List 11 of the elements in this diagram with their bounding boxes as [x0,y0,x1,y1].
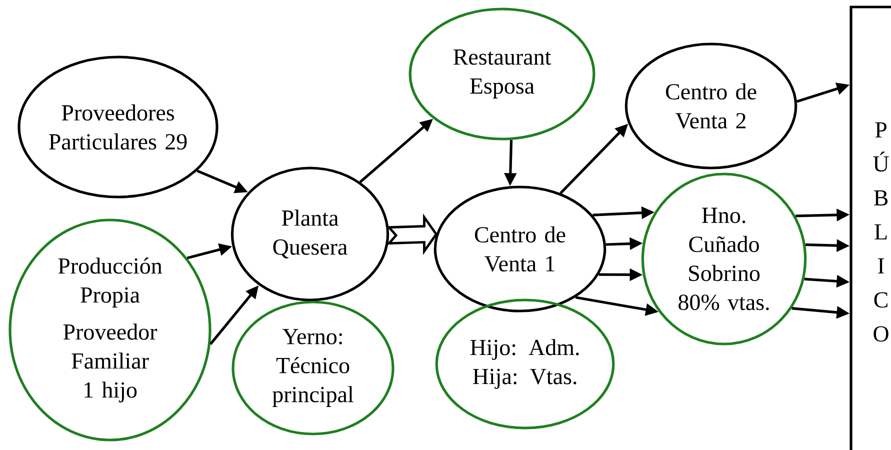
ellipse-node: Proveedores Particulares 29 [18,56,218,198]
ellipse-node: Centro de Venta 1 [434,186,606,312]
audience-box: PÚBLICO [850,6,891,450]
ellipse-node: Hijo: Adm. Hija: Vtas. [435,298,615,430]
ellipse-node: Hno. Cuñado Sobrino 80% vtas. [641,172,807,346]
ellipse-node: Restaurant Esposa [408,8,596,140]
ellipse-node: Planta Quesera [230,166,390,302]
ellipse-node: Producción Propia Proveedor Familiar 1 hijo [8,218,212,442]
block-arrow [386,213,438,256]
ellipse-node: Centro de Venta 2 [624,42,798,170]
ellipse-node: Yerno: Técnico principal [232,300,394,436]
